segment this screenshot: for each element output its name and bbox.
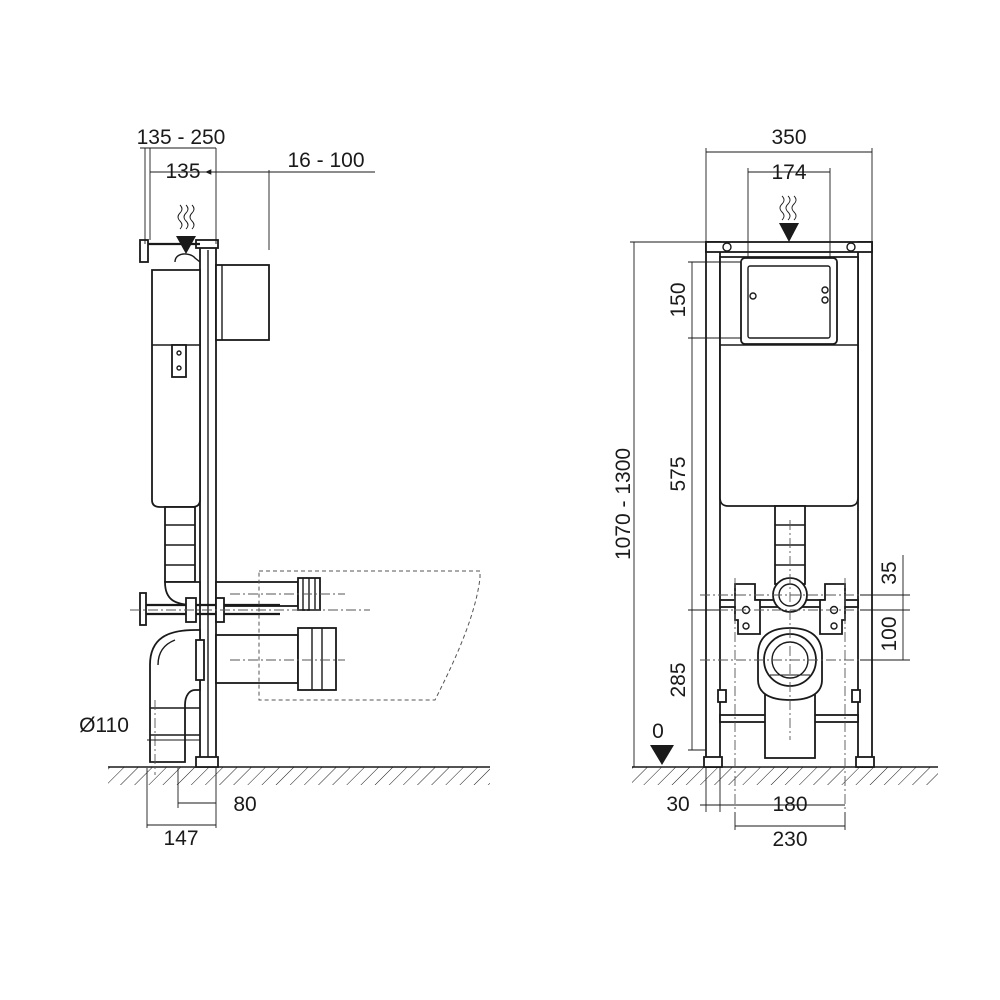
dim-flush-plate-width-label: 174 — [771, 161, 806, 184]
front-flush-opening — [740, 257, 838, 345]
dim-outlet-total-label: 147 — [163, 827, 198, 850]
dim-outlet-offset-label: 80 — [233, 793, 256, 816]
dim-outlet-width-label: 230 — [772, 828, 807, 851]
side-toilet-bowl-outline — [258, 570, 481, 701]
dim-bolt-width-label: 180 — [772, 793, 807, 816]
dim-panel-range-label: 16 - 100 — [287, 149, 364, 172]
front-zero-marker — [650, 745, 674, 765]
dim-outlet-height-label: 285 — [667, 662, 690, 697]
dim-width-label: 350 — [771, 126, 806, 149]
side-frame — [139, 239, 219, 768]
dim-frame-depth-label: 135 — [165, 160, 200, 183]
dim-zero-label: 0 — [652, 720, 664, 743]
dim-panel-height-label: 150 — [667, 282, 690, 317]
side-dimensions-bottom — [146, 739, 217, 828]
front-floor-hatch — [632, 766, 938, 785]
side-dimensions-top — [140, 147, 375, 250]
side-view: 135 - 250 135 16 - 100 Ø110 80 147 — [79, 126, 490, 850]
side-outlet-pipe — [149, 627, 337, 763]
dim-height-range-label: 1070 - 1300 — [612, 448, 635, 560]
dim-leg-offset-label: 30 — [666, 793, 689, 816]
dim-tank-height-label: 575 — [667, 456, 690, 491]
front-dimensions — [630, 148, 910, 830]
front-view: 350 174 1070 - 1300 150 575 285 0 35 100… — [612, 126, 938, 851]
dim-bolt-spacing-label: 100 — [878, 616, 901, 651]
side-cistern — [151, 253, 201, 508]
dim-pipe-diameter-label: Ø110 — [79, 714, 129, 737]
side-flush-pipe — [164, 506, 201, 606]
side-floor-hatch — [108, 766, 490, 785]
dim-depth-range-label: 135 - 250 — [137, 126, 226, 149]
side-center-lines — [130, 593, 370, 775]
side-water-inlet-icon — [176, 204, 196, 254]
side-flush-panel — [215, 264, 270, 341]
front-water-inlet-icon — [779, 195, 799, 242]
dim-inlet-offset-label: 35 — [878, 561, 901, 584]
front-mounting-brackets — [734, 583, 846, 635]
